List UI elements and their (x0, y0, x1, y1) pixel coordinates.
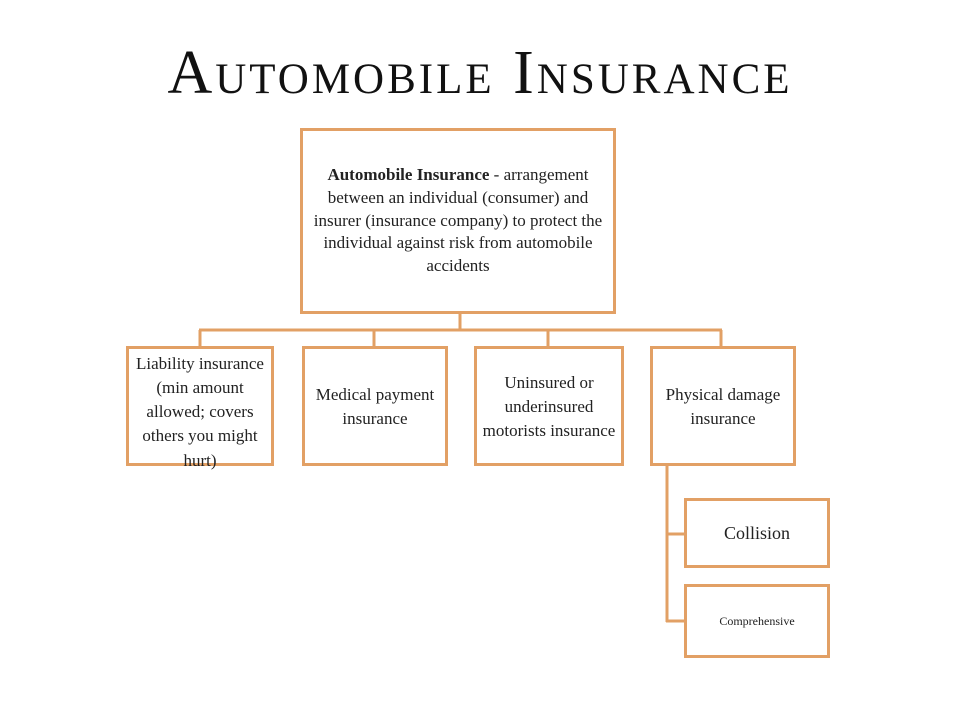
slide-title: Automobile Insurance (167, 39, 793, 107)
node-uninsured-motorists-insurance: Uninsured or underinsured motorists insu… (482, 372, 616, 441)
physical-box (650, 346, 796, 466)
root-definition: - arrangement between an individual (con… (313, 165, 603, 275)
uninsured-box (474, 346, 624, 466)
liability-box (126, 346, 274, 466)
node-comprehensive: Comprehensive (719, 613, 795, 628)
root-box (300, 128, 616, 314)
collision-box (684, 498, 830, 568)
comprehensive-box (684, 584, 830, 658)
node-collision: Collision (723, 522, 790, 543)
root-term: Automobile Insurance (327, 165, 490, 185)
node-liability-insurance: Liability insurance (min amount allowed;… (136, 354, 264, 470)
medical-box (302, 346, 448, 466)
node-medical-payment-insurance: Medical payment insurance (315, 384, 435, 428)
root-node: Automobile Insurance - arrangement betwe… (300, 128, 616, 314)
node-physical-damage-insurance: Physical damage insurance (665, 384, 781, 428)
